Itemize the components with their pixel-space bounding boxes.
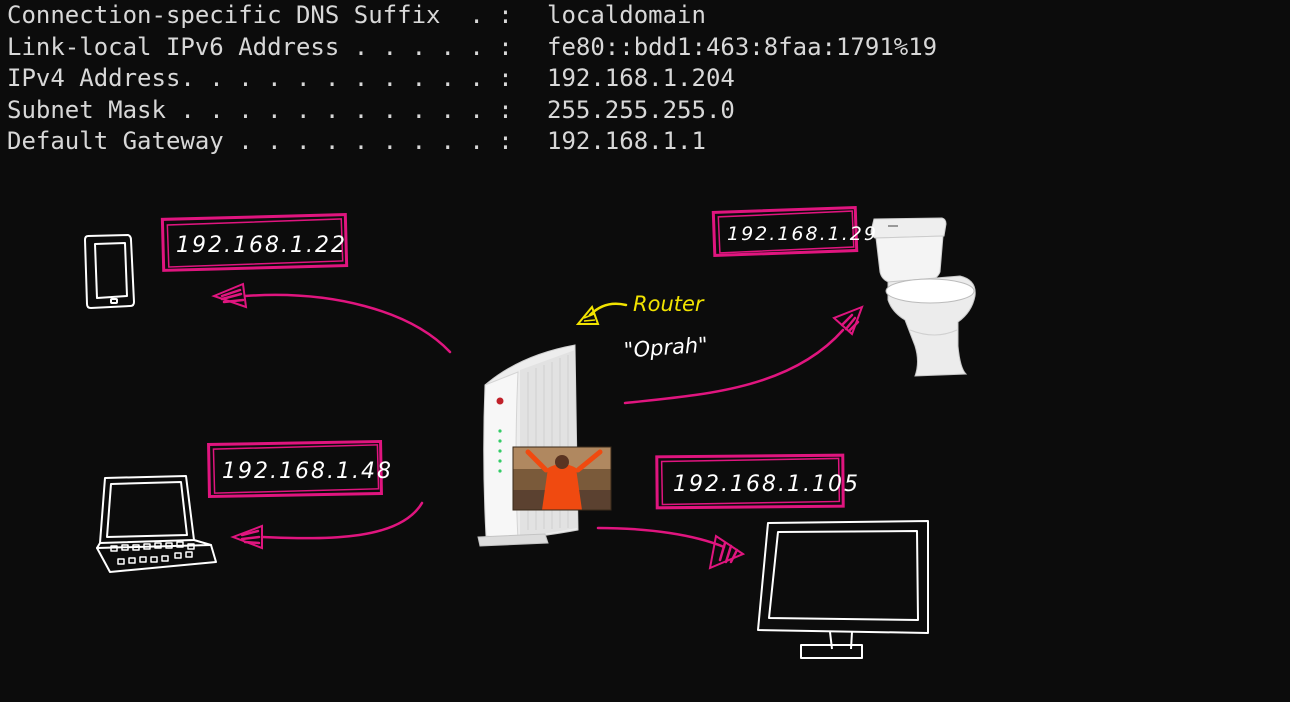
terminal-value: 255.255.255.0 <box>547 95 735 124</box>
terminal-line-gateway: Default Gateway . . . . . . . . . : 192.1… <box>7 126 937 158</box>
toilet-icon <box>870 217 976 377</box>
laptop-ip-label: 192.168.1.48 <box>207 439 393 499</box>
terminal-label: Link-local IPv6 Address . . . . . : <box>7 32 513 61</box>
router-icon <box>477 344 579 547</box>
laptop-arrow <box>230 501 424 550</box>
laptop-ip-text: 192.168.1.48 <box>222 459 393 484</box>
terminal-line-ipv4: IPv4 Address. . . . . . . . . . . : 192.1… <box>7 63 937 95</box>
monitor-ip-text: 192.168.1.105 <box>673 472 860 497</box>
monitor-icon <box>757 520 929 659</box>
phone-ip-text: 192.168.1.22 <box>176 233 347 258</box>
terminal-label: Subnet Mask . . . . . . . . . . . : <box>7 95 513 124</box>
laptop-icon <box>96 475 217 573</box>
terminal-label: Connection-specific DNS Suffix . : <box>7 1 513 29</box>
toilet-arrow <box>623 305 864 405</box>
phone-icon <box>84 234 135 309</box>
toilet-ip-label: 192.168.1.29 <box>711 205 878 258</box>
terminal-line-subnet: Subnet Mask . . . . . . . . . . . : 255.2… <box>7 95 937 127</box>
toilet-ip-text: 192.168.1.29 <box>727 223 878 245</box>
terminal-label: IPv4 Address. . . . . . . . . . . : <box>7 64 513 92</box>
monitor-ip-label: 192.168.1.105 <box>655 453 860 510</box>
terminal-value: fe80::bdd1:463:8faa:1791%19 <box>547 32 938 61</box>
host-photo-image <box>512 446 612 511</box>
router-annotation: Router "Oprah" <box>575 292 709 363</box>
terminal-value: 192.168.1.204 <box>547 64 735 92</box>
terminal-output: Connection-specific DNS Suffix . : locald… <box>7 0 937 158</box>
terminal-value: 192.168.1.1 <box>547 127 706 155</box>
phone-ip-label: 192.168.1.22 <box>160 213 349 272</box>
terminal-value: localdomain <box>547 1 706 29</box>
phone-arrow <box>211 282 452 354</box>
router-label: Router <box>633 292 705 316</box>
router-name: "Oprah" <box>623 333 708 363</box>
monitor-arrow <box>596 526 746 570</box>
terminal-line-dns-suffix: Connection-specific DNS Suffix . : locald… <box>7 0 937 32</box>
terminal-label: Default Gateway . . . . . . . . . : <box>7 127 513 155</box>
terminal-line-ipv6: Link-local IPv6 Address . . . . . : fe80:… <box>7 32 937 64</box>
